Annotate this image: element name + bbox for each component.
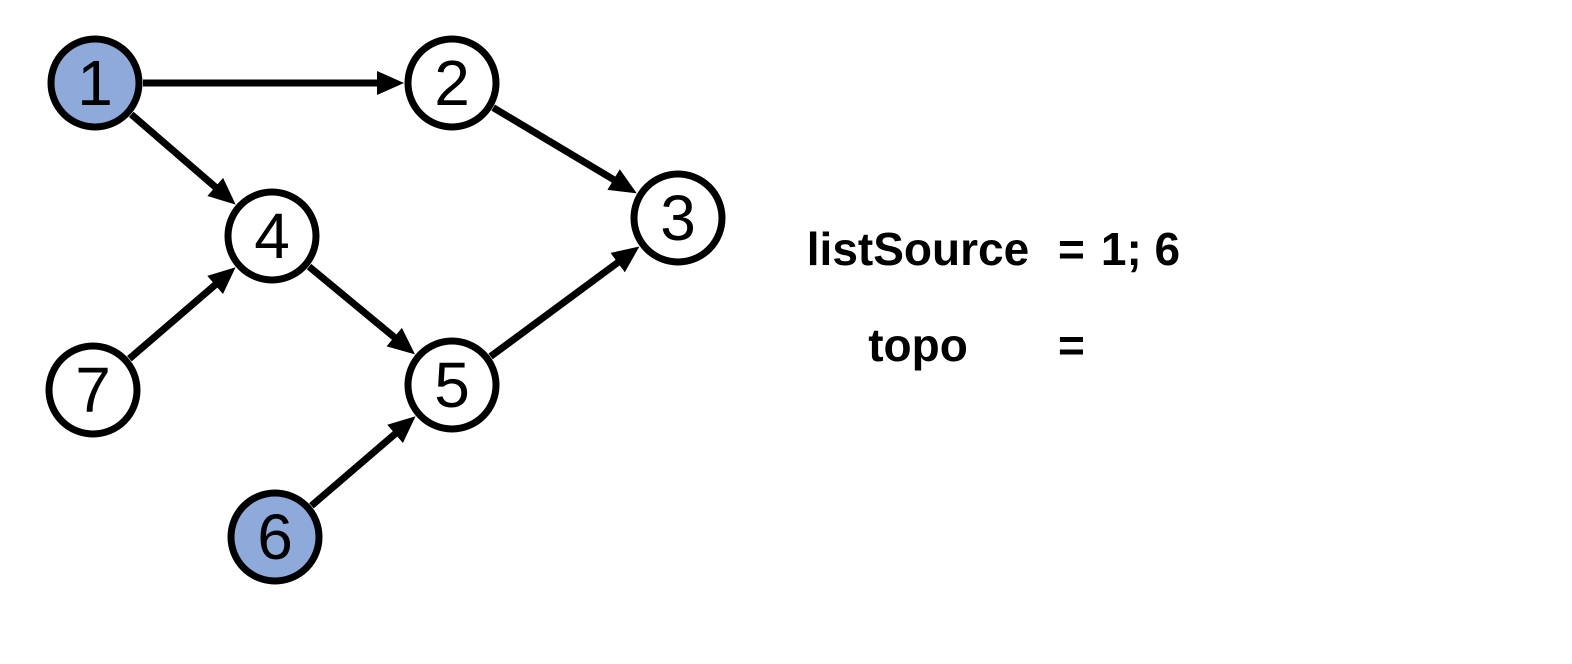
arrowhead-icon-7-4 [207, 267, 236, 295]
edge-line-7-4 [127, 280, 220, 362]
node-label-5: 5 [434, 349, 470, 421]
node-circle-7 [45, 342, 141, 438]
annotation-row-topo: topo = [800, 322, 1180, 368]
node-label-6: 6 [257, 501, 293, 573]
graph-node-7: 7 [45, 342, 141, 438]
annotation-row-listsource: listSource = 1; 6 [800, 226, 1180, 272]
topo-label: topo [868, 319, 968, 371]
edge-line-2-3 [491, 104, 618, 185]
graph-node-5: 5 [404, 337, 500, 433]
graph-node-1: 1 [47, 35, 143, 131]
arrowhead-icon-5-3 [610, 246, 640, 273]
listsource-value: 1; 6 [1100, 223, 1181, 275]
listsource-equals-sign: = [1058, 223, 1085, 275]
graph-node-3: 3 [630, 170, 726, 266]
topo-equals-sign: = [1058, 319, 1085, 371]
arrowhead-icon-4-5 [386, 327, 416, 355]
node-label-4: 4 [254, 200, 290, 272]
edge-line-5-3 [488, 257, 623, 360]
arrowhead-icon-2-3 [607, 169, 637, 194]
listsource-label: listSource [806, 223, 1030, 275]
node-label-3: 3 [660, 182, 696, 254]
edge-line-1-4 [129, 111, 220, 192]
graph-node-6: 6 [227, 489, 323, 585]
node-circle-2 [404, 35, 500, 131]
annotation-block: listSource = 1; 6 topo = [800, 226, 1180, 368]
node-circle-1 [47, 35, 143, 131]
node-circle-6 [227, 489, 323, 585]
node-label-2: 2 [434, 47, 470, 119]
arrowhead-icon-1-4 [207, 177, 236, 205]
node-circle-5 [404, 337, 500, 433]
arrowhead-icon-1-2 [377, 71, 404, 95]
edge-line-4-5 [306, 263, 399, 342]
edge-line-6-5 [309, 429, 400, 509]
graph-node-2: 2 [404, 35, 500, 131]
arrowhead-icon-6-5 [387, 416, 416, 443]
node-label-7: 7 [75, 354, 111, 426]
node-circle-4 [224, 188, 320, 284]
graph-node-4: 4 [224, 188, 320, 284]
node-label-1: 1 [77, 47, 113, 119]
node-circle-3 [630, 170, 726, 266]
